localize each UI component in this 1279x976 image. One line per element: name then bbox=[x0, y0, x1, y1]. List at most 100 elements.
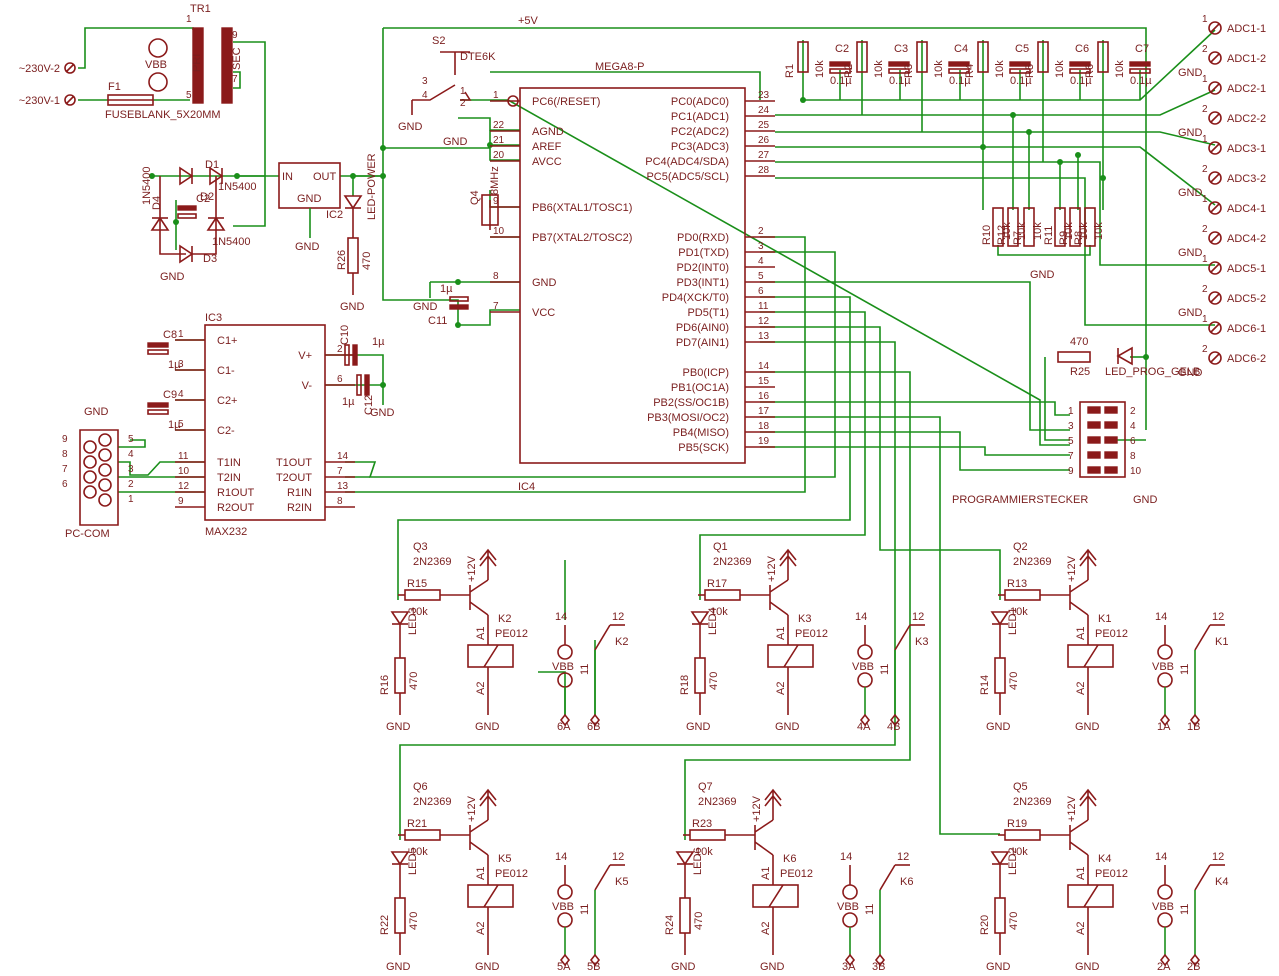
mcu-pin-label: AVCC bbox=[532, 156, 562, 168]
relay-coil-mark bbox=[1083, 644, 1099, 668]
contact-circle bbox=[557, 644, 573, 660]
mcu-pin-label: AREF bbox=[532, 141, 562, 153]
relay-value: PE012 bbox=[1095, 628, 1128, 640]
relay-pin-a1: A1 bbox=[1075, 627, 1087, 640]
v12-arrow bbox=[764, 788, 782, 810]
terminal-label: 2B bbox=[1187, 961, 1200, 973]
transistor-value: 2N2369 bbox=[713, 556, 752, 568]
adc-terminal-mark bbox=[1210, 323, 1220, 333]
transistor-value: 2N2369 bbox=[413, 796, 452, 808]
relay-value: PE012 bbox=[780, 868, 813, 880]
mcu-pin-number: 23 bbox=[758, 90, 770, 101]
adc-terminal-pin: 1 bbox=[1202, 314, 1208, 325]
header-pin-number: 8 bbox=[1130, 451, 1136, 462]
mains-label-2: ~230V-2 bbox=[19, 63, 60, 75]
relay-pin-a2: A2 bbox=[475, 682, 487, 695]
mcu-pin-number: 25 bbox=[758, 120, 770, 131]
v12-arrow bbox=[779, 548, 797, 570]
adc-resistor-value: 10k bbox=[1054, 60, 1066, 78]
contact-pin-14: 14 bbox=[1155, 851, 1167, 863]
gnd-label: GND bbox=[1075, 961, 1100, 973]
contact-pin-11: 11 bbox=[1179, 904, 1191, 915]
adc-cap-value: 0.1µ bbox=[1130, 75, 1152, 87]
relay-coil bbox=[1067, 884, 1114, 908]
mcu-pin-number: 19 bbox=[758, 436, 770, 447]
resistor-r26: R26 470 GND bbox=[336, 237, 373, 313]
led-resistor-name: R14 bbox=[979, 675, 991, 695]
max232-pin-number: 1 bbox=[178, 329, 184, 340]
mcu-pin-number: 9 bbox=[493, 196, 499, 207]
base-resistor bbox=[704, 589, 741, 601]
relay-coil-mark bbox=[783, 644, 799, 668]
contact-circle bbox=[1157, 912, 1173, 928]
svg-text:R26: R26 bbox=[336, 250, 348, 270]
relay-contact-arm bbox=[894, 624, 911, 651]
mcu-pin-label: PD3(INT1) bbox=[676, 277, 729, 289]
adc-terminal-mark bbox=[1210, 293, 1220, 303]
v12-label: +12V bbox=[1066, 795, 1078, 822]
base-resistor-value: 10k bbox=[1010, 846, 1028, 858]
header-pin-number: 5 bbox=[1068, 436, 1074, 447]
mcu-pin-number: 7 bbox=[493, 301, 499, 312]
header-pin-number: 6 bbox=[1130, 436, 1136, 447]
adc-terminal-pin: 1 bbox=[1202, 134, 1208, 145]
terminal-label: 4A bbox=[857, 721, 871, 733]
header-pin bbox=[1104, 406, 1118, 414]
transistor-value: 2N2369 bbox=[698, 796, 737, 808]
terminal-label: 6B bbox=[587, 721, 600, 733]
max232-pin-label: T2OUT bbox=[276, 472, 312, 484]
svg-text:F1: F1 bbox=[108, 81, 121, 93]
svg-text:GND: GND bbox=[443, 136, 468, 148]
base-resistor-name: R13 bbox=[1007, 578, 1027, 590]
wires bbox=[78, 27, 1216, 840]
mcu-pin-number: 6 bbox=[758, 286, 764, 297]
svg-text:GND: GND bbox=[370, 407, 395, 419]
mcu-pin-number: 21 bbox=[493, 135, 505, 146]
mcu-pin-label: PC5(ADC5/SCL) bbox=[646, 171, 729, 183]
max232-pin-number: 9 bbox=[178, 496, 184, 507]
relay-value: PE012 bbox=[495, 868, 528, 880]
svg-text:GND: GND bbox=[413, 301, 438, 313]
contact-circle bbox=[857, 644, 873, 660]
indicator-led bbox=[390, 611, 410, 626]
vbb-label: VBB bbox=[837, 901, 859, 913]
svg-text:1µ: 1µ bbox=[372, 336, 385, 348]
adc-pulldown-value: 10k bbox=[1032, 222, 1044, 240]
max232-pin-number: 8 bbox=[337, 496, 343, 507]
svg-text:9: 9 bbox=[232, 30, 238, 41]
transistor-emitter bbox=[754, 841, 774, 856]
svg-text:5: 5 bbox=[128, 434, 134, 445]
relay-contact-arm bbox=[594, 864, 611, 891]
terminal-label: 2A bbox=[1157, 961, 1171, 973]
adc-pulldown-name: R8 bbox=[1073, 231, 1085, 245]
relay-contact-name: K5 bbox=[615, 876, 628, 888]
max232-pin-label: C1- bbox=[217, 365, 235, 377]
adc-terminal-label: ADC6-1 bbox=[1227, 323, 1266, 335]
adc-terminal-label: ADC5-2 bbox=[1227, 293, 1266, 305]
adc-terminal-label: ADC2-1 bbox=[1227, 83, 1266, 95]
max232-pin-number: 13 bbox=[337, 481, 349, 492]
adc-cap-value: 0.1µ bbox=[830, 75, 852, 87]
base-resistor-value: 10k bbox=[410, 606, 428, 618]
max232-pin-label: R2OUT bbox=[217, 502, 255, 514]
relay-pin-a1: A1 bbox=[475, 627, 487, 640]
ic4-label: IC4 bbox=[518, 481, 535, 493]
svg-text:1N5400: 1N5400 bbox=[141, 166, 153, 205]
mcu-pin-number: 18 bbox=[758, 421, 770, 432]
mcu-pin-label: PC4(ADC4/SDA) bbox=[645, 156, 729, 168]
relay-coil-mark bbox=[1083, 884, 1099, 908]
mcu-pin-label: PC2(ADC2) bbox=[671, 126, 729, 138]
relay-name: K5 bbox=[498, 853, 511, 865]
adc-resistor-value: 10k bbox=[933, 60, 945, 78]
mcu-pin-label: PC3(ADC3) bbox=[671, 141, 729, 153]
led-resistor bbox=[994, 897, 1006, 934]
led-resistor-name: R16 bbox=[379, 675, 391, 695]
adc-pulldown-resistor bbox=[1054, 207, 1066, 247]
svg-text:1: 1 bbox=[186, 14, 192, 25]
ic3-max232: IC3 MAX232 C1+1C1-3C2+4C2-5T1IN11T2IN10R… bbox=[175, 312, 355, 538]
adc-cap-name: C2 bbox=[835, 43, 849, 55]
transistor-name: Q7 bbox=[698, 781, 713, 793]
